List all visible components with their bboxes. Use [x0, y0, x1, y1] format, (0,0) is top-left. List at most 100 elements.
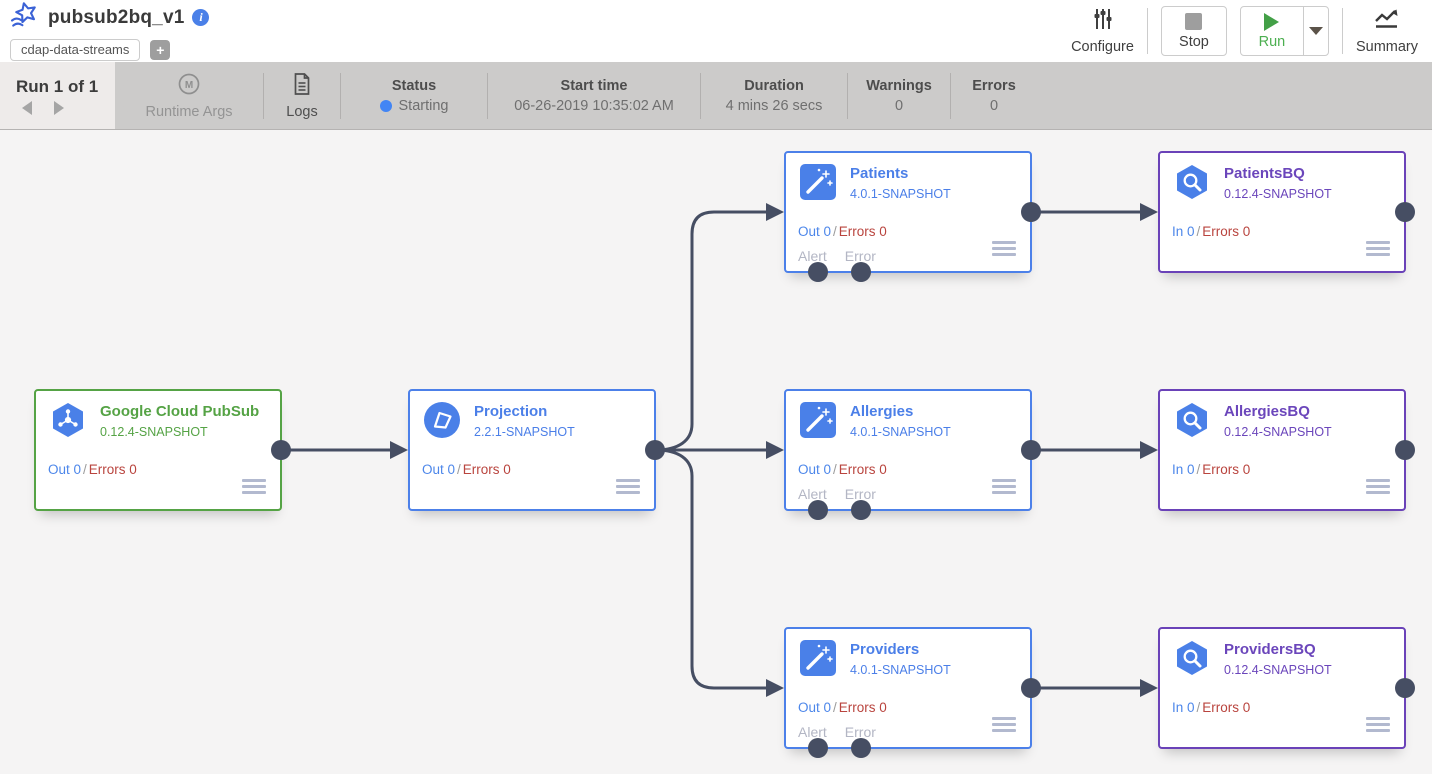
run-count-label: Run 1 of 1 — [16, 76, 99, 96]
output-port[interactable] — [1395, 678, 1415, 698]
node-menu-icon[interactable] — [616, 479, 640, 494]
summary-button[interactable]: Summary — [1356, 8, 1418, 55]
output-port[interactable] — [1021, 678, 1041, 698]
error-port[interactable] — [851, 262, 871, 282]
alert-port-label: Alert — [798, 486, 827, 502]
alert-port[interactable] — [808, 500, 828, 520]
node-metrics[interactable]: In 0/Errors 0 — [1172, 224, 1251, 239]
alert-port[interactable] — [808, 738, 828, 758]
warnings-header: Warnings — [866, 77, 932, 94]
output-port[interactable] — [1395, 440, 1415, 460]
tag-pill[interactable]: cdap-data-streams — [10, 39, 141, 61]
header-left: pubsub2bq_v1 i cdap-data-streams + — [10, 1, 210, 61]
svg-text:M: M — [185, 80, 193, 91]
node-allergies[interactable]: Allergies 4.0.1-SNAPSHOT Out 0/Errors 0 … — [784, 389, 1041, 520]
node-metrics[interactable]: Out 0/Errors 0 — [48, 462, 137, 477]
bigquery-icon — [1172, 162, 1212, 202]
configure-button[interactable]: Configure — [1071, 8, 1134, 55]
error-port-label: Error — [844, 248, 876, 264]
runbar-separator — [700, 72, 701, 119]
run-label: Run — [1258, 33, 1286, 50]
node-title: AllergiesBQ — [1224, 403, 1310, 420]
next-run-button[interactable] — [54, 100, 64, 115]
pubsub-icon — [48, 400, 88, 440]
alert-port[interactable] — [808, 262, 828, 282]
node-menu-icon[interactable] — [992, 717, 1016, 732]
configure-label: Configure — [1071, 38, 1134, 55]
runtime-args-button[interactable]: M Runtime Args — [115, 62, 263, 129]
summary-icon — [1373, 8, 1400, 35]
node-menu-icon[interactable] — [1366, 717, 1390, 732]
page-title: pubsub2bq_v1 — [48, 6, 185, 28]
output-port[interactable] — [1021, 440, 1041, 460]
node-patients[interactable]: Patients 4.0.1-SNAPSHOT Out 0/Errors 0 A… — [784, 151, 1041, 282]
error-port-label: Error — [844, 486, 876, 502]
alert-port-label: Alert — [798, 724, 827, 740]
summary-label: Summary — [1355, 38, 1418, 55]
runbar-separator — [950, 72, 951, 119]
header-actions: Configure Stop Run — [1071, 6, 1418, 56]
node-version: 4.0.1-SNAPSHOT — [850, 425, 951, 439]
add-tag-button[interactable]: + — [150, 40, 171, 60]
node-version: 4.0.1-SNAPSHOT — [850, 663, 951, 677]
node-metrics[interactable]: Out 0/Errors 0 — [422, 462, 511, 477]
node-menu-icon[interactable] — [992, 479, 1016, 494]
node-providersbq[interactable]: ProvidersBQ 0.12.4-SNAPSHOT In 0/Errors … — [1158, 627, 1415, 749]
stop-button[interactable]: Stop — [1160, 6, 1227, 56]
node-menu-icon[interactable] — [1366, 479, 1390, 494]
node-metrics[interactable]: Out 0/Errors 0 — [798, 700, 887, 715]
runbar-separator — [487, 72, 488, 119]
previous-run-button[interactable] — [22, 100, 32, 115]
info-icon[interactable]: i — [192, 9, 210, 26]
runbar-separator — [847, 72, 848, 119]
transform-icon — [798, 638, 838, 678]
node-metrics[interactable]: In 0/Errors 0 — [1172, 462, 1251, 477]
error-port[interactable] — [851, 500, 871, 520]
output-port[interactable] — [271, 440, 291, 460]
status-value: Starting — [398, 97, 449, 114]
output-port[interactable] — [1021, 202, 1041, 222]
node-menu-icon[interactable] — [992, 241, 1016, 256]
runbar-separator — [263, 72, 264, 119]
start-time-header: Start time — [560, 77, 628, 94]
error-port[interactable] — [851, 738, 871, 758]
start-time-value: 06-26-2019 10:35:02 AM — [514, 97, 674, 114]
node-metrics[interactable]: In 0/Errors 0 — [1172, 700, 1251, 715]
runbar-separator — [340, 72, 341, 119]
pipeline-canvas[interactable]: Google Cloud PubSub 0.12.4-SNAPSHOT Out … — [0, 130, 1432, 774]
node-projection[interactable]: Projection 2.2.1-SNAPSHOT Out 0/Errors 0 — [408, 389, 665, 511]
transform-icon — [798, 400, 838, 440]
run-dropdown-button[interactable] — [1302, 7, 1328, 55]
node-metrics[interactable]: Out 0/Errors 0 — [798, 462, 887, 477]
node-allergiesbq[interactable]: AllergiesBQ 0.12.4-SNAPSHOT In 0/Errors … — [1158, 389, 1415, 511]
start-time-section: Start time 06-26-2019 10:35:02 AM — [488, 62, 700, 129]
error-port-label: Error — [844, 724, 876, 740]
errors-section: Errors 0 — [951, 62, 1037, 129]
output-port[interactable] — [645, 440, 665, 460]
run-icon — [1264, 12, 1280, 31]
header-separator — [1146, 8, 1148, 54]
node-version: 4.0.1-SNAPSHOT — [850, 187, 951, 201]
output-port[interactable] — [1395, 202, 1415, 222]
status-dot-icon — [379, 99, 392, 112]
node-menu-icon[interactable] — [242, 479, 266, 494]
node-metrics[interactable]: Out 0/Errors 0 — [798, 224, 887, 239]
status-header: Status — [391, 77, 437, 94]
errors-header: Errors — [972, 77, 1016, 94]
alert-port-label: Alert — [798, 248, 827, 264]
node-patientsbq[interactable]: PatientsBQ 0.12.4-SNAPSHOT In 0/Errors 0 — [1158, 151, 1415, 273]
node-google-cloud-pubsub[interactable]: Google Cloud PubSub 0.12.4-SNAPSHOT Out … — [34, 389, 291, 511]
node-providers[interactable]: Providers 4.0.1-SNAPSHOT Out 0/Errors 0 … — [784, 627, 1041, 758]
node-menu-icon[interactable] — [1366, 241, 1390, 256]
warnings-section: Warnings 0 — [848, 62, 950, 129]
node-version: 0.12.4-SNAPSHOT — [100, 425, 208, 439]
node-version: 2.2.1-SNAPSHOT — [474, 425, 575, 439]
run-dropdown-icon — [1308, 27, 1323, 35]
errors-value: 0 — [989, 97, 999, 114]
logs-button[interactable]: Logs — [264, 62, 340, 129]
runtime-args-label: Runtime Args — [145, 103, 233, 120]
logs-label: Logs — [286, 103, 318, 120]
node-title: Projection — [474, 403, 548, 420]
run-button[interactable]: Run — [1241, 7, 1303, 55]
